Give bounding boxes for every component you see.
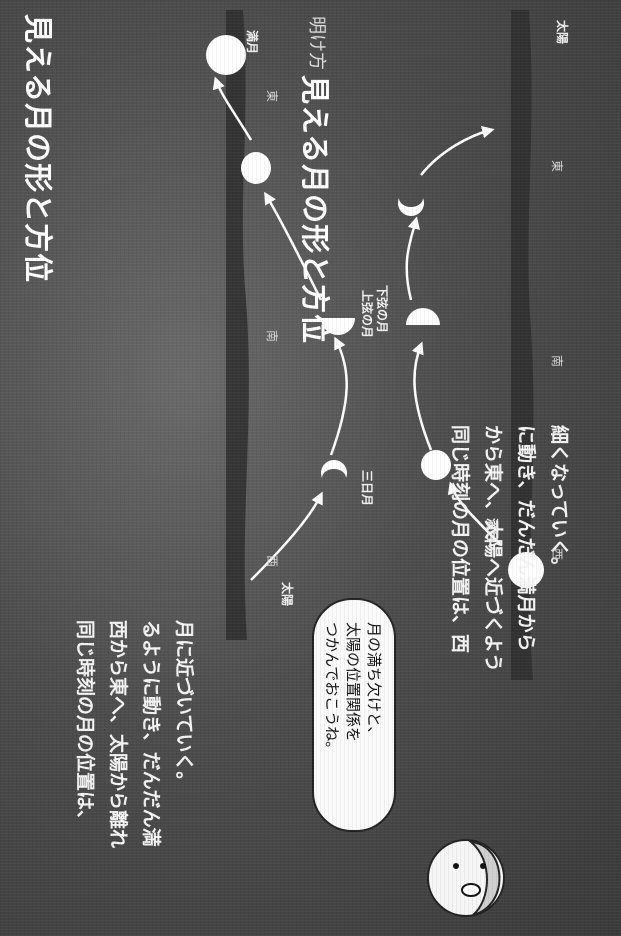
top-label-crescent: 三日月 [360, 470, 374, 507]
top-body-line-4: 月に近づいていく。 [173, 620, 195, 791]
top-body-line-1: 同じ時刻の月の位置は、 [74, 620, 96, 830]
top-arc-arrow-1 [250, 491, 323, 581]
top-full-moon-east [206, 35, 246, 75]
bottom-crescent-moon [398, 198, 424, 216]
bottom-title-prefix: 明け方 [306, 16, 327, 70]
speech-bubble-text: 月の満ち欠けと、 太陽の位置関係を つかんでおこうね。 [321, 622, 384, 812]
bottom-title: 見える月の形と方位 [298, 75, 332, 345]
bottom-dir-east: 東 [550, 160, 564, 173]
top-arc-arrow-2 [329, 336, 348, 456]
top-arc-arrow-4 [212, 76, 253, 141]
bottom-gibbous-moon [421, 450, 451, 480]
bottom-full-moon-west [508, 552, 544, 588]
top-dir-east: 東 [265, 90, 279, 103]
speech-bubble: 月の満ち欠けと、 太陽の位置関係を つかんでおこうね。 [312, 598, 396, 832]
bottom-label-full-moon: 満月 [485, 518, 499, 543]
top-first-quarter-moon [321, 318, 355, 335]
bottom-last-quarter-moon [406, 308, 440, 325]
bottom-arc-arrow-1 [447, 481, 502, 546]
bottom-body-line-1: 同じ時刻の月の位置は、西 [449, 425, 471, 654]
bottom-body-line-3: に動き、だんだん満月から [515, 425, 537, 652]
bottom-label-sun: 太陽 [555, 20, 569, 45]
bottom-arc-arrow-4 [420, 126, 495, 176]
top-label-full-moon: 満月 [245, 30, 259, 55]
bottom-arc-arrow-2 [411, 341, 433, 451]
bottom-horizon [511, 10, 534, 680]
bottom-arc-arrow-3 [405, 216, 420, 301]
top-dir-south: 南 [265, 330, 279, 343]
top-title: 見える月の形と方位 [21, 14, 55, 284]
girl-mascot-icon [427, 839, 505, 917]
top-label-sun: 太陽 [280, 582, 294, 607]
bubble-line-2: 太陽の位置関係を [344, 622, 362, 743]
bubble-line-1: 月の満ち欠けと、 [365, 622, 383, 742]
top-body-line-2: 西から東へ、太陽から離れ [107, 620, 129, 849]
bottom-dir-west: 西 [550, 548, 564, 561]
top-dir-west: 西 [265, 555, 279, 568]
bottom-dir-south: 南 [550, 355, 564, 368]
top-body-line-3: るように動き、だんだん満 [140, 620, 162, 847]
bottom-label-last-quarter: 下弦の月 [375, 285, 389, 334]
bottom-body-line-2: から東へ、太陽へ近づくよう [482, 425, 504, 673]
bubble-line-3: つかんでおこうね。 [323, 622, 341, 757]
top-arc-arrow-3 [264, 191, 323, 301]
top-crescent-moon [321, 460, 347, 478]
top-gibbous-moon [241, 152, 271, 184]
